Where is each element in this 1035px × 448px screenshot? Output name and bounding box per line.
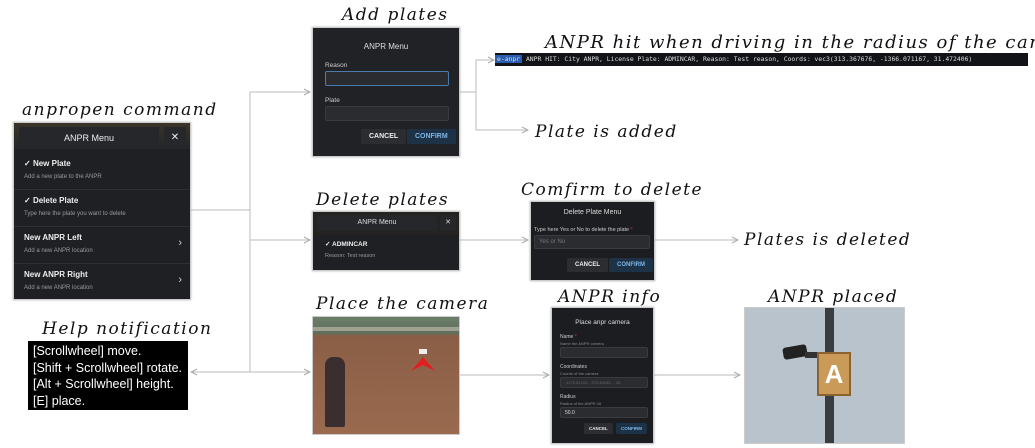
name-label: Name [560, 334, 574, 340]
item-title: New Plate [32, 159, 71, 168]
coords-label: Coordinates [560, 364, 587, 370]
confirm-button[interactable]: CONFIRM [609, 258, 653, 272]
dialog-title: Place anpr camera [575, 319, 630, 326]
anpr-sign: A [817, 352, 851, 396]
help-line: [Alt + Scrollwheel] height. [33, 377, 174, 391]
required-marker: * [574, 334, 577, 340]
radius-desc: Radius of the ANPR hit [560, 401, 601, 406]
cancel-button[interactable]: CANCEL [584, 423, 613, 434]
chevron-right-icon: › [178, 274, 182, 286]
label-add-plates: Add plates [342, 5, 449, 25]
cancel-button[interactable]: CANCEL [567, 258, 608, 272]
reason-label: Reason [325, 62, 348, 69]
close-icon[interactable]: ✕ [164, 127, 186, 149]
coords-input[interactable]: -1175.51133... 270.46533..., 30. [560, 377, 648, 388]
item-desc: Add a new ANPR location [24, 285, 93, 291]
plate-name: ADMINCAR [332, 241, 368, 248]
console-text: ANPR HIT: City ANPR, License Plate: ADMI… [525, 55, 973, 63]
item-title: New ANPR Right [24, 270, 88, 279]
placement-marker-icon [411, 349, 435, 371]
confirm-button[interactable]: CONFIRM [616, 423, 647, 434]
camera-icon [782, 344, 808, 360]
plate-item[interactable]: ✓ ADMINCAR Reason: Test reason [313, 235, 459, 270]
help-notification: [Scrollwheel] move. [Shift + Scrollwheel… [28, 341, 188, 410]
add-plate-dialog: ANPR Menu Reason Plate CANCEL CONFIRM [312, 27, 460, 157]
item-desc: Add a new ANPR location [24, 248, 93, 254]
game-scene-image [312, 316, 460, 435]
label-confirm-delete: Comfirm to delete [521, 180, 704, 200]
label-plate-added: Plate is added [535, 122, 678, 142]
console-line: e-anpr ANPR HIT: City ANPR, License Plat… [495, 53, 1028, 66]
name-desc: Name the ANPR camera [560, 341, 604, 346]
help-line: [Shift + Scrollwheel] rotate. [33, 360, 183, 375]
confirm-delete-dialog: Delete Plate Menu Type here Yes or No to… [530, 201, 655, 281]
dialog-title: Delete Plate Menu [563, 209, 622, 216]
camera-arm [805, 352, 827, 358]
label-anpr-hit: ANPR hit when driving in the radius of t… [545, 32, 1035, 53]
label-help-notification: Help notification [42, 319, 213, 339]
player-character [325, 357, 345, 427]
item-desc: Add a new plate to the ANPR [24, 174, 102, 180]
label-place-camera: Place the camera [316, 294, 490, 314]
console-tag: e-anpr [495, 55, 523, 63]
menu-title: ANPR Menu [317, 215, 437, 231]
radius-label: Radius [560, 394, 576, 400]
yes-no-input[interactable]: Yes or No [534, 235, 650, 249]
radius-input[interactable]: 50.0 [560, 407, 648, 418]
item-title: Delete Plate [32, 196, 79, 205]
dialog-title: ANPR Menu [363, 42, 409, 51]
prompt-label: Type here Yes or No to delete the plate … [534, 227, 633, 233]
label-delete-plates: Delete plates [316, 190, 450, 210]
place-camera-dialog: Place anpr camera Name * Name the ANPR c… [551, 307, 654, 444]
required-marker: * [630, 227, 633, 233]
chevron-right-icon: › [178, 237, 182, 249]
prompt-text: Type here Yes or No to delete the plate [534, 227, 630, 233]
close-icon[interactable]: ✕ [440, 215, 456, 231]
label-anpropen: anpropen command [22, 100, 218, 120]
cancel-button[interactable]: CANCEL [361, 129, 407, 144]
item-desc: Type here the plate you want to delete [24, 211, 126, 217]
label-plates-deleted: Plates is deleted [744, 230, 912, 250]
coords-desc: Coords of the camera [560, 371, 599, 376]
menu-title: ANPR Menu [19, 127, 159, 149]
help-line: [E] place. [33, 393, 86, 408]
reason-input[interactable] [325, 71, 449, 86]
help-line: [Scrollwheel] move. [33, 344, 142, 358]
label-anpr-info: ANPR info [558, 287, 662, 307]
plate-label: Plate [325, 97, 340, 104]
plate-reason: Reason: Test reason [325, 253, 376, 259]
plate-input[interactable] [325, 106, 449, 121]
anpr-placed-image: A [744, 307, 905, 444]
delete-plate-menu: ANPR Menu ✕ ✓ ADMINCAR Reason: Test reas… [312, 211, 460, 271]
confirm-button[interactable]: CONFIRM [407, 129, 456, 144]
name-input[interactable] [560, 347, 648, 358]
label-anpr-placed: ANPR placed [768, 287, 899, 307]
item-title: New ANPR Left [24, 233, 82, 242]
